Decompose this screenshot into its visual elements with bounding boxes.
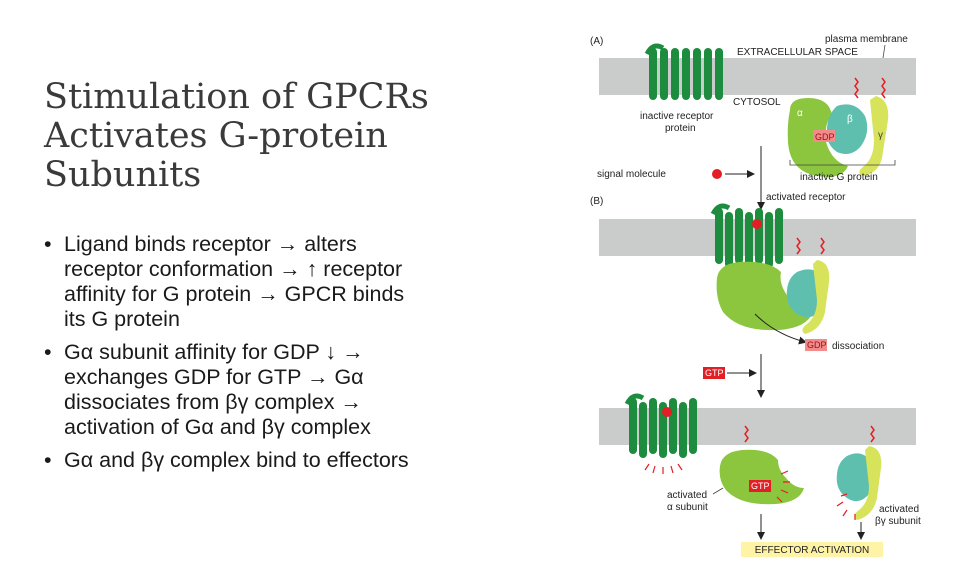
- bullet-line: dissociates from βγ complex →: [64, 390, 362, 414]
- activated-bg-label: βγ subunit: [875, 516, 921, 527]
- bullet-marker: •: [44, 448, 52, 472]
- gtp-box: [703, 367, 725, 379]
- slide-title: Stimulation of GPCRs Activates G-protein…: [44, 78, 514, 195]
- bullet-line: Gα subunit affinity for GDP ↓ →: [64, 340, 364, 364]
- bullet-marker: •: [44, 232, 52, 256]
- gtp-label: GTP: [705, 368, 724, 378]
- inactive-receptor-label: inactive receptor: [640, 111, 714, 122]
- dissociation-label: dissociation: [832, 341, 884, 352]
- lipid-anchor: [854, 77, 859, 99]
- panel-b-label: (B): [590, 196, 603, 207]
- bullet-item: • Gα and βγ complex bind to effectors: [44, 448, 514, 473]
- bullet-line: affinity for G protein → GPCR binds: [64, 282, 405, 306]
- bound-signal-molecule: [662, 407, 672, 417]
- lipid-anchor: [870, 425, 875, 443]
- activated-alpha-subunit-shape: GTP: [719, 425, 804, 505]
- gtp-label: GTP: [751, 481, 770, 491]
- inactive-g-protein-bracket: [789, 160, 896, 166]
- bullet-item: • Gα subunit affinity for GDP ↓ → exchan…: [44, 340, 514, 440]
- panel-a-label: (A): [590, 36, 603, 47]
- extracellular-label: EXTRACELLULAR SPACE: [737, 47, 858, 58]
- gdp-release-arrow: [754, 313, 807, 345]
- activated-receptor-label: activated receptor: [766, 192, 846, 203]
- lipid-anchor: [796, 237, 801, 255]
- gpcr-activation-diagram: (A) plasma membrane EXTRACELLULAR SPACE …: [590, 34, 921, 557]
- effector-activation-box: [741, 542, 883, 557]
- signal-molecule-icon: [712, 169, 722, 179]
- activated-alpha-leader: [712, 487, 724, 495]
- gdp-box: [813, 130, 835, 142]
- activity-rays: [644, 463, 683, 474]
- effector-activation-label: EFFECTOR ACTIVATION: [755, 545, 869, 556]
- inactive-receptor-label: protein: [665, 123, 696, 134]
- beta-subunit-shape: [826, 104, 868, 154]
- bullet-line: exchanges GDP for GTP → Gα: [64, 365, 364, 389]
- alpha-subunit-shape: [716, 261, 813, 331]
- activated-bg-complex: [836, 425, 882, 520]
- activity-rays: [776, 470, 790, 503]
- gdp-label: GDP: [815, 132, 835, 142]
- bullet-marker: •: [44, 340, 52, 364]
- beta-label: β: [847, 114, 853, 125]
- bullet-list: • Ligand binds receptor → alters recepto…: [44, 232, 514, 481]
- lipid-anchor: [744, 425, 749, 443]
- activated-bg-label: activated: [879, 504, 919, 515]
- plasma-membrane-leader: [882, 44, 886, 59]
- gdp-box: [805, 339, 827, 351]
- bullet-line: activation of Gα and βγ complex: [64, 415, 371, 439]
- title-line: Stimulation of GPCRs: [44, 77, 429, 117]
- lipid-anchor: [881, 77, 886, 99]
- activity-rays: [836, 493, 856, 520]
- activated-alpha-label: activated: [667, 490, 707, 501]
- inactive-g-protein-label: inactive G protein: [800, 172, 878, 183]
- cytosol-label: CYTOSOL: [733, 97, 781, 108]
- bullet-line: its G protein: [64, 307, 180, 331]
- bound-signal-molecule: [752, 219, 762, 229]
- gamma-subunit-shape: [802, 260, 830, 334]
- gamma-label: γ: [878, 130, 883, 141]
- title-line: Activates G-protein: [44, 116, 388, 156]
- title-line: Subunits: [44, 155, 202, 195]
- receptor-bound-g-protein: [716, 260, 830, 334]
- inactive-receptor: [644, 43, 723, 100]
- bullet-line: receptor conformation → ↑ receptor: [64, 257, 403, 281]
- alpha-label: α: [797, 108, 803, 119]
- membrane-a: [599, 58, 916, 95]
- bullet-line: Gα and βγ complex bind to effectors: [64, 448, 409, 472]
- beta-subunit-shape: [836, 453, 876, 502]
- plasma-membrane-label: plasma membrane: [825, 34, 908, 45]
- activated-receptor: [710, 203, 783, 268]
- lipid-anchor: [820, 237, 825, 255]
- gamma-subunit-shape: [859, 96, 889, 176]
- bullet-item: • Ligand binds receptor → alters recepto…: [44, 232, 514, 332]
- gamma-subunit-shape: [854, 446, 882, 520]
- gdp-label: GDP: [807, 340, 827, 350]
- signal-molecule-label: signal molecule: [597, 169, 666, 180]
- gtp-box: [749, 480, 771, 492]
- activated-alpha-label: α subunit: [667, 502, 708, 513]
- inactive-g-protein: α β γ GDP: [787, 96, 889, 177]
- bullet-line: Ligand binds receptor → alters: [64, 232, 357, 256]
